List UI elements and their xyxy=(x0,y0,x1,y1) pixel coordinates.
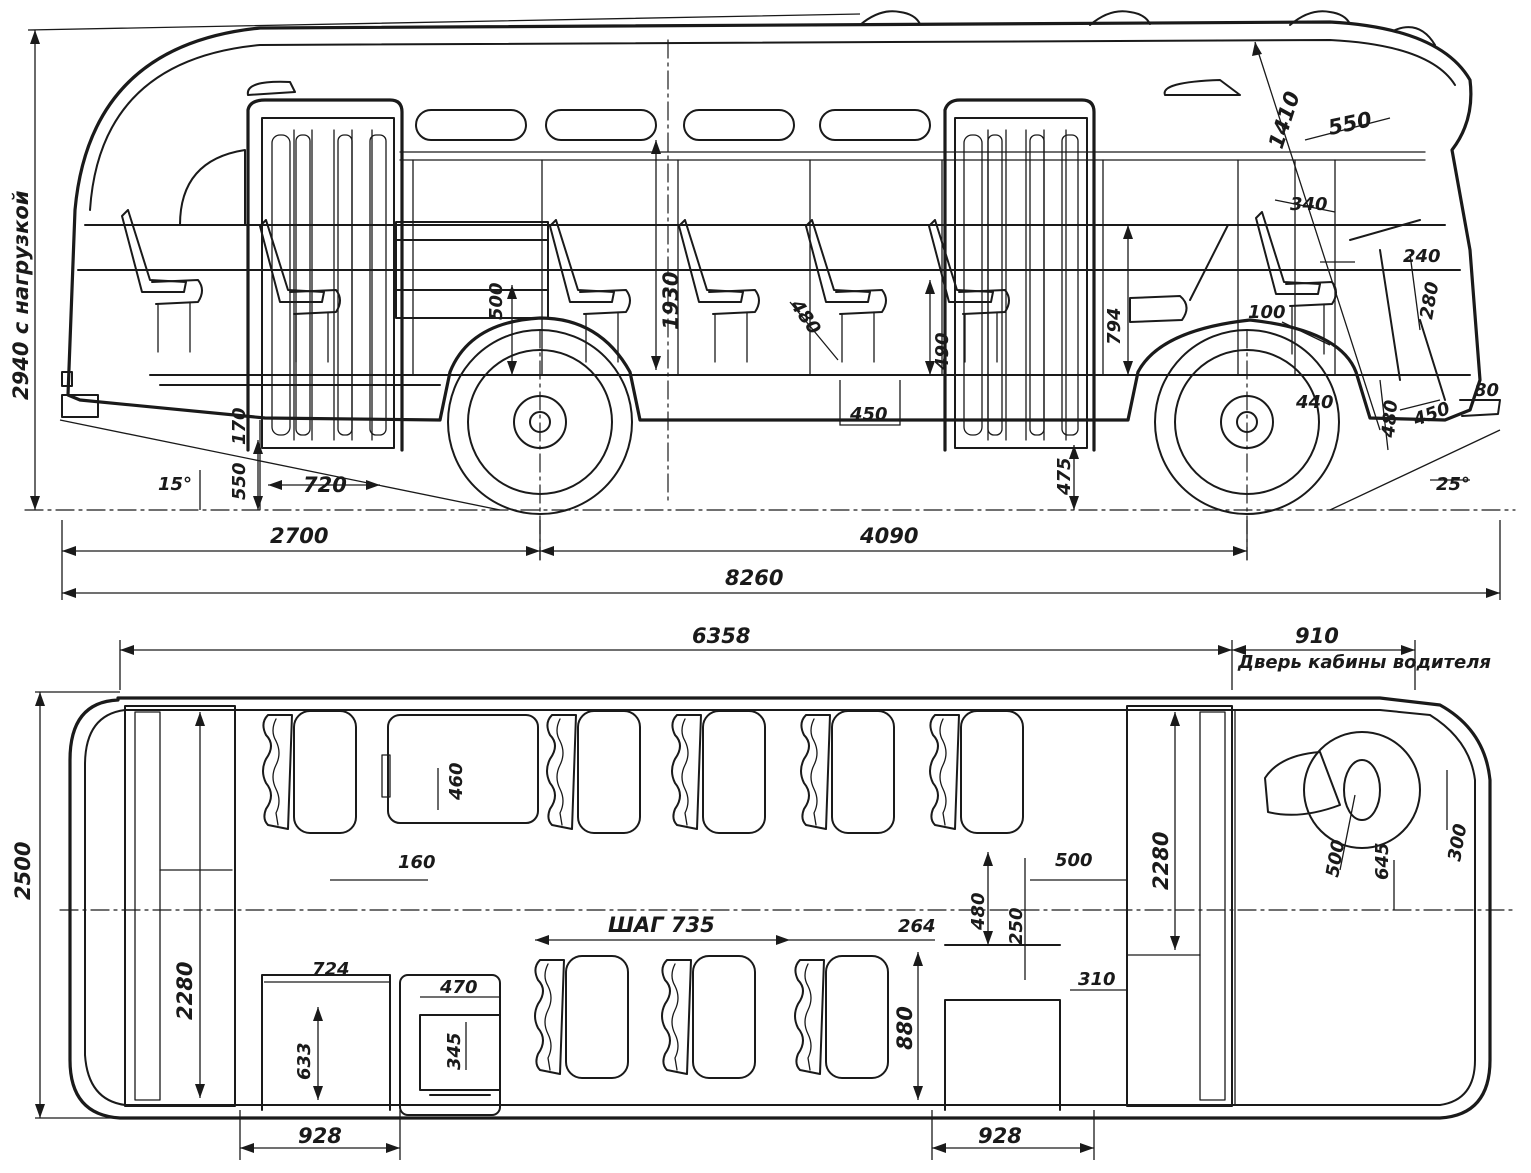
angle-25: 25° xyxy=(1436,474,1470,495)
driver-door-label: Дверь кабины водителя xyxy=(1237,652,1491,673)
dim-440: 440 xyxy=(1295,392,1334,413)
dim-550-bottom: 550 xyxy=(229,462,250,500)
plan-outline xyxy=(68,696,1492,1120)
dim-880: 880 xyxy=(893,1006,917,1050)
dim-8260: 8260 xyxy=(725,566,783,590)
dim-633: 633 xyxy=(294,1042,315,1080)
dim-550: 550 xyxy=(1326,107,1374,140)
front-door xyxy=(246,98,404,452)
dim-264: 264 xyxy=(898,916,936,937)
rear-door xyxy=(943,98,1096,452)
dim-345: 345 xyxy=(444,1032,465,1070)
plan-view: 6358 910 Дверь кабины водителя 2500 2280… xyxy=(11,624,1516,1160)
dim-500: 500 xyxy=(486,282,507,320)
dim-724: 724 xyxy=(312,959,350,980)
step-label: ШАГ 735 xyxy=(608,913,715,937)
dim-1410: 1410 xyxy=(1264,89,1305,152)
dim-300: 300 xyxy=(1444,822,1471,863)
dim-4090: 4090 xyxy=(859,524,918,548)
dim-1930: 1930 xyxy=(659,272,683,330)
angle-15: 15° xyxy=(158,474,192,495)
body-outline xyxy=(66,20,1482,422)
dim-6358: 6358 xyxy=(692,624,750,648)
dim-475: 475 xyxy=(1054,457,1075,496)
dim-80: 80 xyxy=(1474,380,1499,401)
dim-340: 340 xyxy=(1290,194,1328,215)
dim-250: 250 xyxy=(1006,907,1027,945)
dim-280: 280 xyxy=(1416,280,1443,321)
dim-480: 480 xyxy=(785,295,824,339)
dim-720: 720 xyxy=(303,473,347,497)
dim-928-left: 928 xyxy=(298,1124,342,1148)
dim-645: 645 xyxy=(1372,842,1393,880)
dim-500: 500 xyxy=(1055,850,1093,871)
dim-470: 470 xyxy=(439,977,478,998)
dim-460: 460 xyxy=(446,762,467,801)
dim-794: 794 xyxy=(1104,307,1125,345)
height-label: 2940 с нагрузкой xyxy=(9,190,33,400)
dim-500-wheel: 500 xyxy=(1322,838,1349,879)
dim-480: 480 xyxy=(968,892,989,931)
dim-2280-right: 2280 xyxy=(1149,832,1173,890)
dim-100: 100 xyxy=(1248,302,1286,323)
dim-450-rear: 450 xyxy=(1410,398,1453,431)
dim-490: 490 xyxy=(932,332,953,371)
dim-240: 240 xyxy=(1403,246,1441,267)
dim-450: 450 xyxy=(849,404,888,425)
dim-480-rear: 480 xyxy=(1378,399,1402,439)
dim-160: 160 xyxy=(398,852,436,873)
dim-2280-left: 2280 xyxy=(173,962,197,1020)
dim-2700: 2700 xyxy=(270,524,328,548)
arrows xyxy=(30,30,1500,598)
dim-310: 310 xyxy=(1078,969,1116,990)
dim-910: 910 xyxy=(1295,624,1339,648)
dim-170: 170 xyxy=(229,407,250,445)
dim-2500: 2500 xyxy=(11,842,35,900)
dim-928-right: 928 xyxy=(978,1124,1022,1148)
side-view: 2940 с нагрузкой 1410 550 340 240 280 10… xyxy=(9,10,1516,600)
